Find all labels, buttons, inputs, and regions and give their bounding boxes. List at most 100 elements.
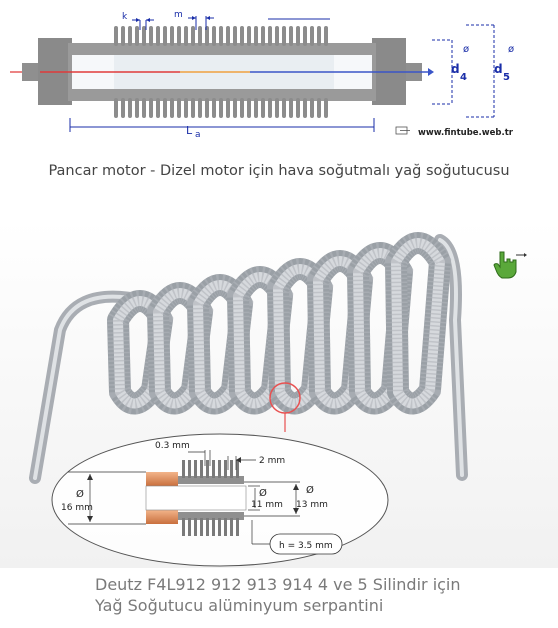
fin-lower — [247, 98, 251, 118]
svg-text:L: L — [186, 124, 193, 137]
svg-text:13 mm: 13 mm — [296, 500, 328, 510]
fin-upper — [261, 26, 265, 46]
dim-11mm: Ø 11 mm — [248, 485, 283, 511]
svg-text:ø: ø — [463, 44, 469, 55]
detail-fin-upper — [188, 460, 191, 478]
detail-fin-upper — [236, 460, 239, 478]
dim-k: k — [122, 12, 154, 30]
detail-fin-upper — [218, 460, 221, 478]
fin-lower — [191, 98, 195, 118]
fin-upper — [170, 26, 174, 46]
website-link[interactable]: www.fintube.web.tr — [395, 126, 514, 138]
fin-lower — [170, 98, 174, 118]
fin-lower — [184, 98, 188, 118]
detail-fin-lower — [206, 518, 209, 536]
fin-upper — [324, 26, 328, 46]
detail-fin-upper — [200, 460, 203, 478]
svg-text:11 mm: 11 mm — [251, 500, 283, 510]
fin-upper — [184, 26, 188, 46]
fin-lower — [135, 98, 139, 118]
fin-lower — [240, 98, 244, 118]
detail-fin-upper — [194, 460, 197, 478]
fin-lower — [156, 98, 160, 118]
fin-lower — [128, 98, 132, 118]
fin-upper — [163, 26, 167, 46]
fin-upper — [219, 26, 223, 46]
fin-lower — [198, 98, 202, 118]
hand-pointer-icon[interactable] — [493, 251, 527, 279]
fin-upper — [128, 26, 132, 46]
fin-upper — [247, 26, 251, 46]
fin-lower — [296, 98, 300, 118]
dim-2mm: 2 mm — [227, 456, 285, 470]
fin-upper — [205, 26, 209, 46]
finned-tube-diagram: k m ø d 4 ø d 5 L a www. — [10, 10, 514, 140]
fin-upper — [296, 26, 300, 46]
fin-upper — [275, 26, 279, 46]
dim-0-3mm: 0.3 mm — [155, 441, 211, 466]
svg-text:16 mm: 16 mm — [61, 503, 93, 513]
fin-lower — [163, 98, 167, 118]
fin-lower — [226, 98, 230, 118]
fin-upper — [177, 26, 181, 46]
svg-text:0.3 mm: 0.3 mm — [155, 441, 190, 451]
fin-upper — [212, 26, 216, 46]
svg-text:d: d — [494, 62, 503, 76]
detail-fin-lower — [182, 518, 185, 536]
fin-lower — [121, 98, 125, 118]
coil-photo: Ø 16 mm 0.3 mm 2 mm Ø 11 mm Ø 13 mm h = … — [0, 220, 558, 568]
fin-lower — [310, 98, 314, 118]
fin-lower — [289, 98, 293, 118]
fin-upper — [282, 26, 286, 46]
dim-m: m — [174, 10, 214, 30]
fin-upper — [191, 26, 195, 46]
detail-fin-lower — [230, 518, 233, 536]
detail-fin-lower — [188, 518, 191, 536]
svg-text:Ø: Ø — [259, 487, 267, 499]
detail-fin-lower — [236, 518, 239, 536]
detail-fin-upper — [182, 460, 185, 478]
fin-lower — [149, 98, 153, 118]
dim-d4: ø d 4 — [432, 39, 469, 105]
detail-fin-upper — [224, 460, 227, 478]
dim-16mm: Ø 16 mm — [61, 471, 146, 525]
fin-lower — [233, 98, 237, 118]
fin-upper — [317, 26, 321, 46]
fin-upper — [149, 26, 153, 46]
flow-out-arrow — [428, 68, 434, 76]
fin-lower — [268, 98, 272, 118]
fin-upper — [198, 26, 202, 46]
svg-text:k: k — [122, 12, 128, 22]
caption-bottom: Deutz F4L912 912 913 914 4 ve 5 Silindir… — [95, 574, 461, 616]
fin-upper — [310, 26, 314, 46]
fin-upper — [135, 26, 139, 46]
fin-lower — [205, 98, 209, 118]
fin-upper — [226, 26, 230, 46]
fin-upper — [303, 26, 307, 46]
svg-text:Ø: Ø — [76, 488, 84, 500]
detail-fin-lower — [194, 518, 197, 536]
detail-fin-lower — [212, 518, 215, 536]
detail-fin-lower — [218, 518, 221, 536]
caption-bottom-line2: Yağ Soğutucu alüminyum serpantini — [95, 596, 384, 615]
fin-lower — [219, 98, 223, 118]
fin-lower — [303, 98, 307, 118]
detail-fin-upper — [212, 460, 215, 478]
dim-d5: ø d 5 — [466, 24, 514, 118]
fin-lower — [317, 98, 321, 118]
caption-top: Pancar motor - Dizel motor için hava soğ… — [48, 163, 510, 179]
fin-upper — [233, 26, 237, 46]
left-nozzle — [22, 63, 42, 81]
dim-la: L a — [69, 118, 375, 140]
fin-lower — [212, 98, 216, 118]
detail-fin-upper — [206, 460, 209, 478]
fin-upper — [240, 26, 244, 46]
fin-upper — [289, 26, 293, 46]
fin-lower — [324, 98, 328, 118]
detail-fin-lower — [224, 518, 227, 536]
detail-fin-lower — [200, 518, 203, 536]
svg-text:d: d — [451, 62, 460, 76]
fin-upper — [254, 26, 258, 46]
fin-lower — [114, 98, 118, 118]
fin-upper — [156, 26, 160, 46]
